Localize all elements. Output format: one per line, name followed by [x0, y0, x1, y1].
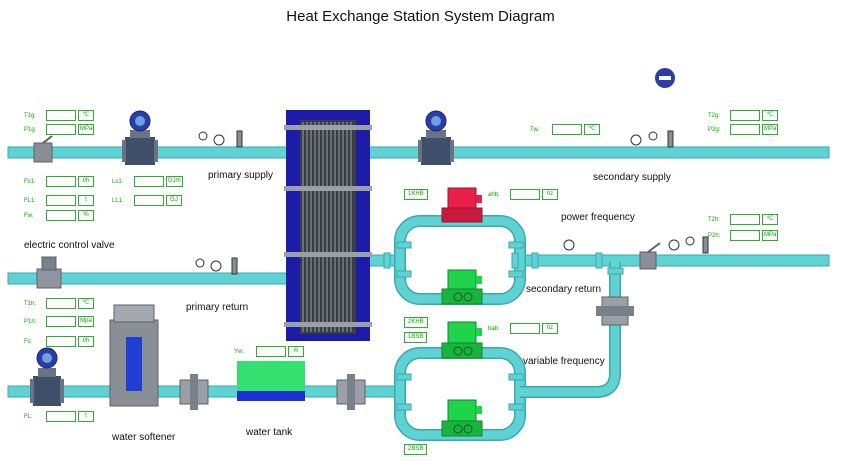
readout-t2h-value [730, 214, 760, 225]
readout-t2g: T2g:℃ [708, 110, 778, 121]
readout-p2g: P2g:MPa [708, 124, 779, 135]
readout-fs-value [46, 336, 76, 347]
readout-fl1-value [46, 195, 76, 206]
label-variable-frequency: variable frequency [523, 356, 605, 367]
readout-fl: FL:t [24, 411, 94, 422]
readout-fs1: Fs1:t/h [24, 176, 94, 187]
electric-control-valve [36, 256, 62, 289]
exchanger-tie-bars [284, 125, 372, 327]
label-water-tank: water tank [246, 427, 293, 438]
pump-2khb [441, 269, 483, 305]
secondary-return-pipe [516, 254, 830, 267]
readout-p1h-value [46, 316, 76, 327]
readout-t2g-value [730, 110, 760, 121]
readout-p1g: P1g:MPa [24, 124, 95, 135]
filter-softener-line [179, 374, 209, 410]
readout-fl-value [46, 411, 76, 422]
label-secondary-supply: secondary supply [593, 172, 671, 183]
readout-p1g-value [46, 124, 76, 135]
variable-return-pipe-inner [520, 262, 620, 397]
label-power-frequency: power frequency [561, 212, 635, 223]
readout-t1h: T1h:℃ [24, 298, 94, 309]
valve-primary-supply-stem [42, 135, 53, 144]
readout-t2h: T2h:℃ [708, 214, 778, 225]
stop-button[interactable] [655, 68, 675, 88]
pump-2bsb [441, 399, 483, 437]
readout-fs: Fs:t/h [24, 336, 94, 347]
flowmeter-softener-line [30, 347, 64, 406]
pump-tag-2khb: 2KHB [404, 317, 428, 328]
flowmeter-primary-supply [122, 110, 158, 165]
readout-p1h: P1h:Mpa [24, 316, 94, 327]
exchanger-plates [300, 120, 356, 334]
readout-p2g-value [730, 124, 760, 135]
pump-tag-2bsb: 2BSB [404, 444, 428, 455]
pipe-flanges [383, 241, 624, 411]
readout-ahb-value [510, 189, 540, 200]
pump-1bsb [441, 321, 483, 359]
readout-ls1-value [134, 176, 164, 187]
readout-ll1-value [134, 195, 164, 206]
readout-t1h-value [46, 298, 76, 309]
readout-p2h: P2h:MPa [708, 230, 779, 241]
label-secondary-return: secondary return [526, 284, 602, 295]
readout-fw: Fw:% [24, 210, 94, 221]
readout-ahb: ahb:hz [488, 189, 558, 200]
readout-fw-value [46, 210, 76, 221]
minus-icon [659, 76, 671, 80]
readout-yw: Yw:m [234, 346, 304, 357]
readout-bab-value [510, 323, 540, 334]
readout-t1g-value [46, 110, 76, 121]
filter-tank-outlet [336, 374, 366, 410]
valve-primary-supply [33, 142, 53, 163]
gauge-group-primary-return [195, 257, 238, 275]
label-primary-return: primary return [186, 302, 249, 313]
water-softener [109, 304, 159, 407]
exchanger-plate-lines [302, 122, 352, 332]
label-electric-control-valve: electric control valve [24, 240, 115, 251]
readout-tw: Tw:℃ [530, 124, 600, 135]
valve-secondary-return [639, 242, 661, 270]
readout-p2h-value [730, 230, 760, 241]
pump-tag-1khb: 1KHB [404, 189, 428, 200]
readout-ll1: LL1:GJ [112, 195, 182, 206]
gauge-group-primary-supply [198, 130, 243, 148]
readout-ls1: Ls1:GJ/h [112, 176, 183, 187]
flowmeter-secondary-supply [418, 110, 454, 165]
label-primary-supply: primary supply [208, 170, 274, 181]
readout-fl1: FL1:t [24, 195, 94, 206]
diagram-title: Heat Exchange Station System Diagram [286, 8, 555, 25]
pump-tag-1bsb: 1BSB [404, 332, 428, 343]
label-water-softener: water softener [112, 432, 176, 443]
readout-fs1-value [46, 176, 76, 187]
readout-tw-value [552, 124, 582, 135]
gauge-group-secondary-return [563, 236, 709, 254]
readout-bab: bab:hz [488, 323, 558, 334]
gauge-group-secondary-supply [630, 130, 674, 148]
readout-t1g: T1g:℃ [24, 110, 94, 121]
water-tank [237, 361, 305, 401]
readout-yw-value [256, 346, 286, 357]
filter-vertical-return [596, 296, 634, 326]
pump-1khb [441, 187, 483, 223]
